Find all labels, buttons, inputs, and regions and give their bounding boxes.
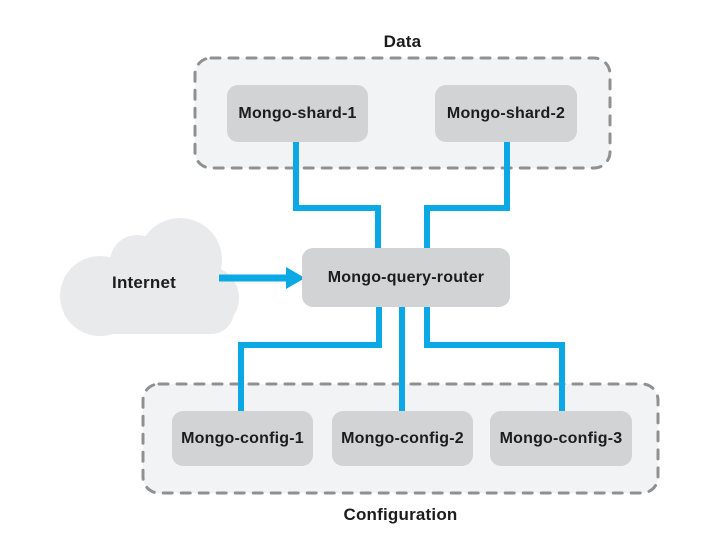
mongo-query-router-node: Mongo-query-router — [302, 248, 510, 307]
connector-router-config3 — [424, 307, 565, 412]
internet-label: Internet — [112, 273, 176, 292]
configuration-zone-label: Configuration — [343, 505, 458, 524]
internet-cloud-icon — [60, 218, 239, 336]
connector-shard2-router — [424, 142, 510, 248]
mongo-shard-1-node: Mongo-shard-1 — [227, 85, 368, 142]
data-zone-label: Data — [383, 32, 422, 51]
connector-shard1-router — [293, 142, 381, 248]
connector-router-config1 — [238, 307, 382, 412]
mongo-config-1-node: Mongo-config-1 — [172, 411, 313, 466]
internet-to-router-arrow — [219, 267, 305, 289]
mongo-config-3-node: Mongo-config-3 — [490, 411, 632, 466]
mongo-shard-2-node: Mongo-shard-2 — [435, 85, 577, 142]
mongo-config-2-node: Mongo-config-2 — [332, 411, 473, 466]
